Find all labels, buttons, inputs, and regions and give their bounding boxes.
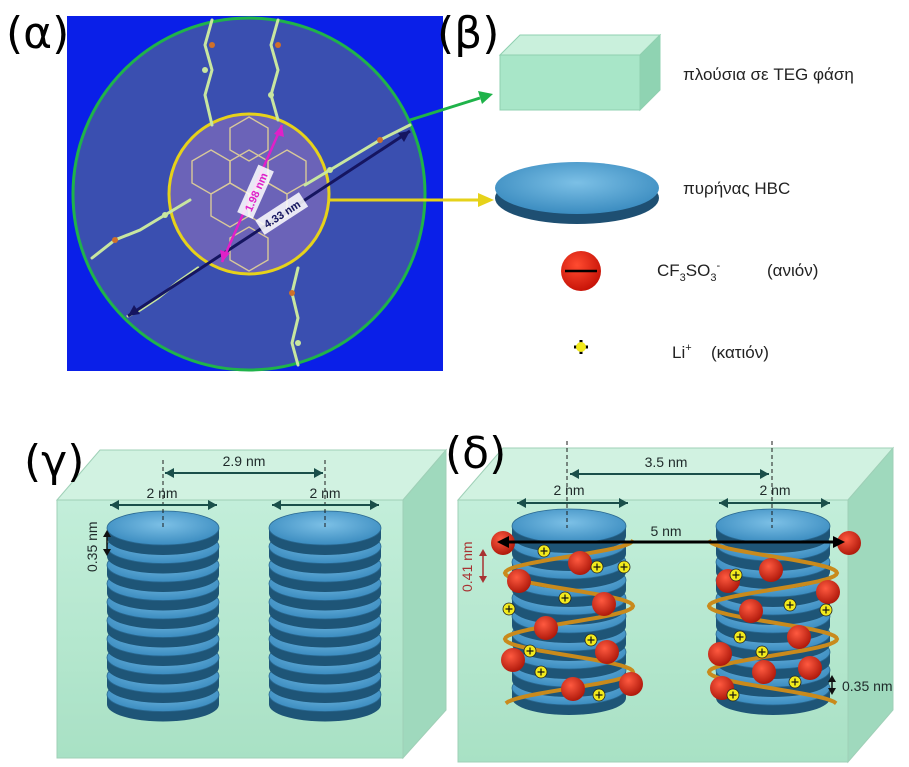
inner-arrow-head-top xyxy=(274,125,284,137)
dim-c-spacing-head-left xyxy=(165,468,174,478)
dim-c-width-right-head-b xyxy=(370,500,379,510)
anion-marker xyxy=(501,648,525,672)
panel-d-width-left: 2 nm xyxy=(553,482,584,498)
anion-marker xyxy=(534,616,558,640)
panel-c-stack-left xyxy=(106,510,220,722)
dim-d-width-left-head-a xyxy=(517,498,526,508)
panel-c-width-left: 2 nm xyxy=(146,485,177,501)
panel-c-spacing-label: 2.9 nm xyxy=(223,453,266,469)
panel-label-c: (γ) xyxy=(24,436,84,487)
legend: πλούσια σε TEG φάση πυρήνας HBC CF3SO3- … xyxy=(495,33,854,362)
legend-anion-name: (ανιόν) xyxy=(767,261,818,280)
cation-icon xyxy=(574,340,588,354)
anion-marker xyxy=(507,569,531,593)
teg-connector-arrow xyxy=(409,96,481,122)
legend-anion-formula: CF3SO3- xyxy=(657,260,720,284)
hbc-disc xyxy=(715,508,831,544)
side-chain-atoms xyxy=(112,42,383,346)
dim-d-width-left-head-b xyxy=(619,498,628,508)
panel-label-d: (δ) xyxy=(445,428,506,479)
dim-d-stack-head-top xyxy=(828,675,836,682)
dim-d-outer-head-left xyxy=(497,536,509,548)
outer-arrow-head-right xyxy=(398,131,410,142)
inner-arrow-head-bottom xyxy=(220,250,230,262)
panel-c-width-right: 2 nm xyxy=(309,485,340,501)
dim-d-spacing-head-left xyxy=(570,469,579,479)
panel-d-width-right: 2 nm xyxy=(759,482,790,498)
anion-marker xyxy=(816,580,840,604)
anion-marker xyxy=(595,640,619,664)
hbc-disc-icon xyxy=(495,162,659,224)
panel-d: 3.5 nm 2 nm 2 nm 5 nm 0.41 nm 0.35 nm xyxy=(456,441,895,764)
panel-d-stack-spacing: 0.35 nm xyxy=(842,678,893,694)
dim-c-pitch-head-bottom xyxy=(103,549,111,556)
dim-d-width-right-head-a xyxy=(719,498,728,508)
dim-c-width-right-head-a xyxy=(272,500,281,510)
legend-cation-name: (κατιόν) xyxy=(711,343,769,362)
dim-d-pitch-head-bottom xyxy=(479,576,487,583)
panel-label-b: (β) xyxy=(437,8,499,59)
panel-c-stack-right xyxy=(268,510,382,722)
anion-marker xyxy=(787,625,811,649)
panel-d-spacing-label: 3.5 nm xyxy=(645,454,688,470)
anion-marker xyxy=(561,677,585,701)
dim-d-outer-head-right xyxy=(833,536,845,548)
teg-phase-box-icon xyxy=(498,33,662,112)
anion-marker xyxy=(739,599,763,623)
anion-marker xyxy=(837,531,861,555)
dim-c-width-left-head-b xyxy=(208,500,217,510)
anion-marker xyxy=(798,656,822,680)
anion-marker xyxy=(752,660,776,684)
dim-c-spacing-head-right xyxy=(314,468,323,478)
anion-marker xyxy=(592,592,616,616)
dim-d-pitch-head-top xyxy=(479,549,487,556)
legend-teg-phase: πλούσια σε TEG φάση xyxy=(683,65,854,84)
dim-d-stack-head-bottom xyxy=(828,688,836,695)
panel-c-stack-spacing: 0.35 nm xyxy=(84,521,100,572)
anion-marker xyxy=(568,551,592,575)
hbc-connector-head xyxy=(478,193,494,207)
legend-hbc-core: πυρήνας HBC xyxy=(683,179,790,198)
legend-cation-formula: Li+ xyxy=(672,342,692,362)
anion-icon xyxy=(561,251,601,291)
dim-d-width-right-head-b xyxy=(821,498,830,508)
anion-marker xyxy=(619,672,643,696)
dim-c-pitch-head-top xyxy=(103,530,111,537)
anion-marker xyxy=(708,642,732,666)
panel-a: 1.98 nm 4.33 nm xyxy=(67,16,494,372)
dim-d-spacing-head-right xyxy=(760,469,769,479)
teg-connector-head xyxy=(478,91,493,104)
panel-d-helix-and-ions xyxy=(491,531,861,706)
panel-d-outer-label: 5 nm xyxy=(650,523,681,539)
panel-c: 2.9 nm 2 nm 2 nm 0.35 nm xyxy=(55,448,448,760)
panel-d-pitch-label: 0.41 nm xyxy=(459,541,475,592)
outer-arrow-head-left xyxy=(128,305,140,316)
panel-label-a: (α) xyxy=(6,8,69,59)
dim-c-width-left-head-a xyxy=(110,500,119,510)
helix-wire xyxy=(706,539,840,706)
anion-marker xyxy=(759,558,783,582)
hbc-disc xyxy=(511,508,627,544)
